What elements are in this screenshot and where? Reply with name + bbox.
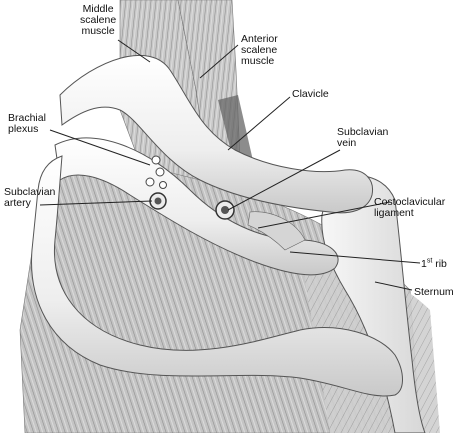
subclavian-artery-lumen — [154, 197, 162, 205]
clavicle-bone — [59, 54, 374, 214]
leader-subclavian-artery — [39, 200, 153, 206]
brachial-plexus-nerve — [155, 167, 165, 177]
leader-middle-scalene — [117, 39, 151, 63]
label-brachial-plexus: Brachial plexus — [8, 112, 46, 135]
label-middle-scalene-muscle: Middle scalene muscle — [80, 3, 117, 37]
label-subclavian-artery: Subclavian artery — [4, 186, 56, 209]
leader-first-rib — [289, 251, 421, 264]
first-rib-number: 1 — [421, 258, 427, 270]
label-first-rib: 1st rib — [421, 257, 447, 270]
leader-lines — [39, 39, 421, 291]
subclavian-vein-lumen — [221, 206, 229, 214]
leader-subclavian-vein — [227, 149, 341, 211]
leader-costoclavicular — [257, 201, 391, 229]
lower-rib-bone — [31, 155, 403, 397]
leader-anterior-scalene — [199, 44, 239, 79]
leader-clavicle — [227, 96, 291, 151]
leader-brachial-plexus — [49, 129, 151, 166]
label-anterior-scalene-muscle: Anterior scalene muscle — [241, 33, 278, 67]
first-rib-word: rib — [432, 258, 447, 270]
label-costoclavicular-ligament: Costoclavicular ligament — [374, 196, 446, 219]
first-rib-bone — [54, 137, 339, 276]
brachial-plexus-nerve — [145, 177, 155, 187]
brachial-plexus-nerve — [151, 155, 161, 165]
first-rib-ordinal: st — [426, 257, 433, 265]
costoclavicular-ligament-shape — [247, 211, 306, 251]
label-subclavian-vein: Subclavian vein — [337, 126, 389, 149]
label-clavicle: Clavicle — [292, 88, 329, 100]
brachial-plexus-nerve — [159, 181, 167, 189]
leader-sternum — [374, 281, 413, 291]
label-sternum: Sternum — [414, 286, 454, 298]
